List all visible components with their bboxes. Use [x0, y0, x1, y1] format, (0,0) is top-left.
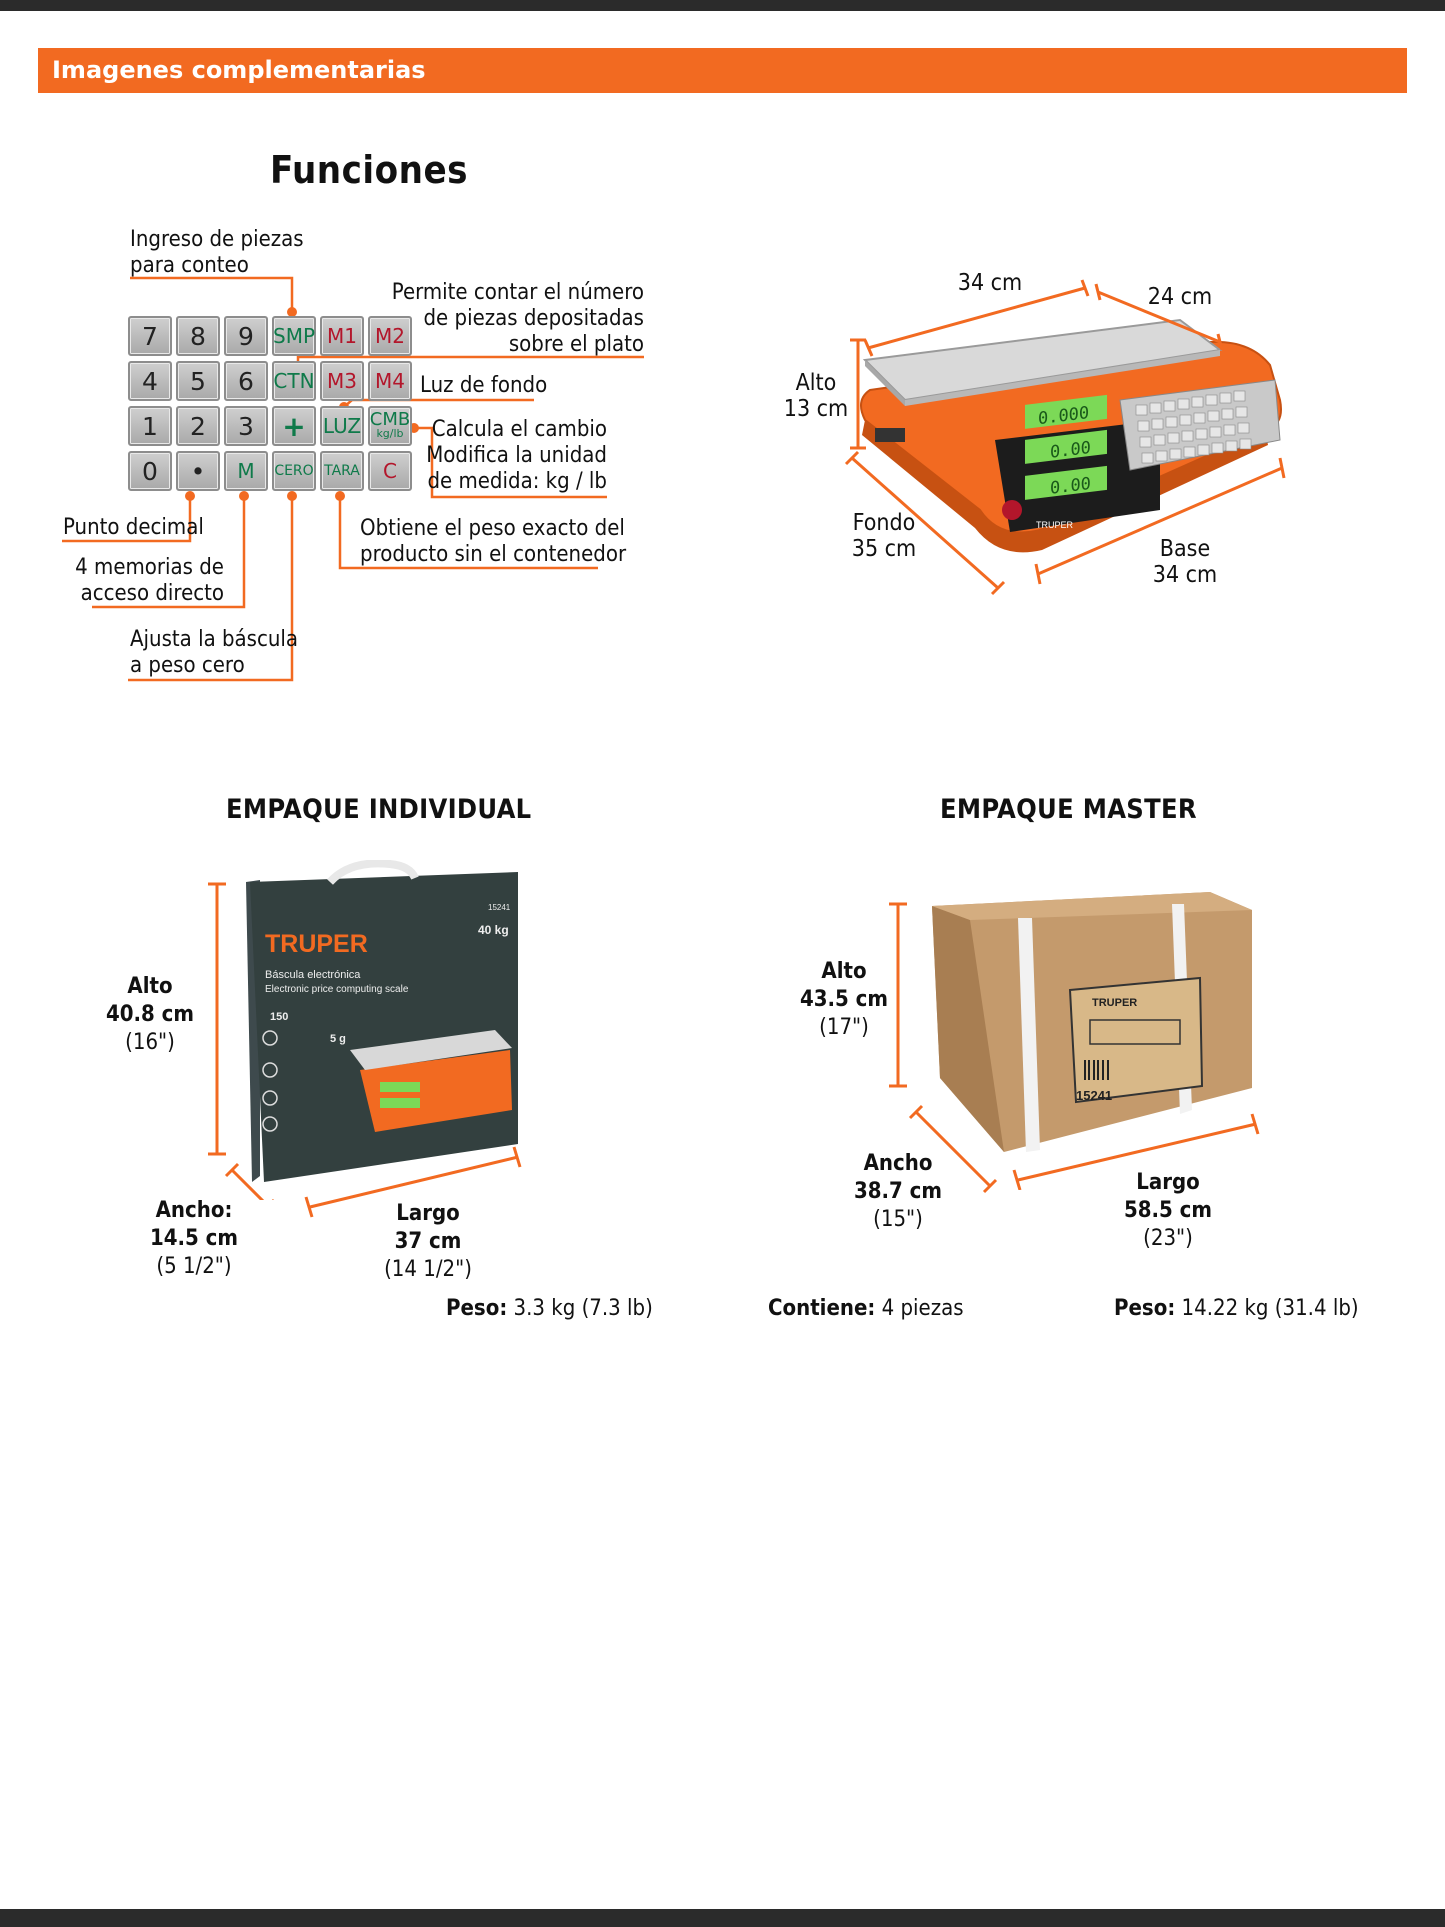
master-largo-line: [1012, 1113, 1260, 1190]
key-5: 5: [176, 361, 220, 401]
key-cmb-sublabel: kg/lb: [376, 427, 404, 440]
callout-punto: Punto decimal: [63, 515, 204, 540]
individual-box-name-en: Electronic price computing scale: [265, 984, 409, 995]
key-c: C: [368, 451, 412, 491]
callout-memorias: 4 memorias de acceso directo: [75, 555, 224, 606]
key-7: 7: [128, 316, 172, 356]
callout-ajusta: Ajusta la báscula a peso cero: [130, 627, 299, 678]
key-decimal: •: [176, 451, 220, 491]
individual-box-feature-count: 150: [270, 1011, 288, 1023]
key-m1: M1: [320, 316, 364, 356]
dim-alto: Alto 13 cm: [783, 370, 849, 422]
individual-box-name-es: Báscula electrónica: [265, 969, 361, 981]
section-banner: Imagenes complementarias: [38, 48, 1407, 93]
individual-box-precision: 5 g: [330, 1033, 346, 1045]
key-smp: SMP: [272, 316, 316, 356]
key-plus: +: [272, 406, 316, 446]
individual-largo: Largo 37 cm (14 1/2"): [384, 1201, 472, 1282]
master-ancho: Ancho 38.7 cm (15"): [853, 1151, 943, 1232]
scale-brand: TRUPER: [1036, 520, 1074, 530]
dim-top-depth: 24 cm: [1147, 284, 1213, 310]
key-ctn: CTN: [272, 361, 316, 401]
key-tara: TARA: [320, 451, 364, 491]
callout-obtiene: Obtiene el peso exacto del producto sin …: [360, 516, 627, 567]
master-box-brand: TRUPER: [1092, 997, 1137, 1009]
individual-largo-line: [304, 1146, 522, 1218]
callout-calcula: Calcula el cambio Modifica la unidad de …: [426, 417, 607, 494]
top-bar: [0, 0, 1445, 11]
individual-title: EMPAQUE INDIVIDUAL: [226, 794, 532, 825]
master-title: EMPAQUE MASTER: [940, 794, 1197, 825]
key-m: M: [224, 451, 268, 491]
dim-base: Base 34 cm: [1152, 536, 1218, 588]
master-alto: Alto 43.5 cm (17"): [799, 959, 889, 1040]
funciones-title: Funciones: [270, 148, 469, 192]
key-9: 9: [224, 316, 268, 356]
individual-peso: Peso: 3.3 kg (7.3 lb): [446, 1296, 653, 1321]
scale-illustration: 0.000 0.00 0.00 TRUPER: [844, 279, 1286, 596]
key-8: 8: [176, 316, 220, 356]
power-button: [1002, 500, 1022, 520]
individual-box-model: 15241: [488, 903, 511, 912]
key-0: 0: [128, 451, 172, 491]
key-2: 2: [176, 406, 220, 446]
key-6: 6: [224, 361, 268, 401]
callout-ingreso: Ingreso de piezas para conteo: [130, 227, 304, 278]
individual-alto: Alto 40.8 cm (16"): [105, 974, 195, 1055]
master-box-model: 15241: [1076, 1088, 1112, 1103]
callout-luz: Luz de fondo: [420, 373, 548, 398]
individual-box-illustration: TRUPER 15241 40 kg Báscula electrónica E…: [208, 860, 518, 1200]
individual-ancho: Ancho: 14.5 cm (5 1/2"): [149, 1198, 239, 1279]
master-contiene: Contiene: 4 piezas: [768, 1296, 964, 1321]
callout-permite: Permite contar el número de piezas depos…: [391, 280, 644, 357]
master-peso: Peso: 14.22 kg (31.4 lb): [1114, 1296, 1359, 1321]
key-m3: M3: [320, 361, 364, 401]
key-cmb-label: CMB: [369, 409, 411, 430]
scale-displays: [1025, 394, 1107, 500]
dim-top-width: 34 cm: [957, 270, 1023, 296]
key-4: 4: [128, 361, 172, 401]
key-m2: M2: [368, 316, 412, 356]
key-cero: CERO: [272, 451, 316, 491]
key-m4: M4: [368, 361, 412, 401]
individual-box-capacity: 40 kg: [478, 923, 509, 937]
key-cmb: CMB kg/lb: [368, 406, 412, 446]
dim-fondo: Fondo 35 cm: [851, 510, 917, 562]
key-luz: LUZ: [320, 406, 364, 446]
bottom-bar: [0, 1909, 1445, 1927]
individual-box-brand: TRUPER: [265, 930, 368, 958]
master-box-illustration: TRUPER 15241: [889, 892, 1252, 1194]
banner-title: Imagenes complementarias: [52, 56, 426, 84]
master-largo: Largo 58.5 cm (23"): [1123, 1170, 1213, 1251]
key-1: 1: [128, 406, 172, 446]
key-3: 3: [224, 406, 268, 446]
